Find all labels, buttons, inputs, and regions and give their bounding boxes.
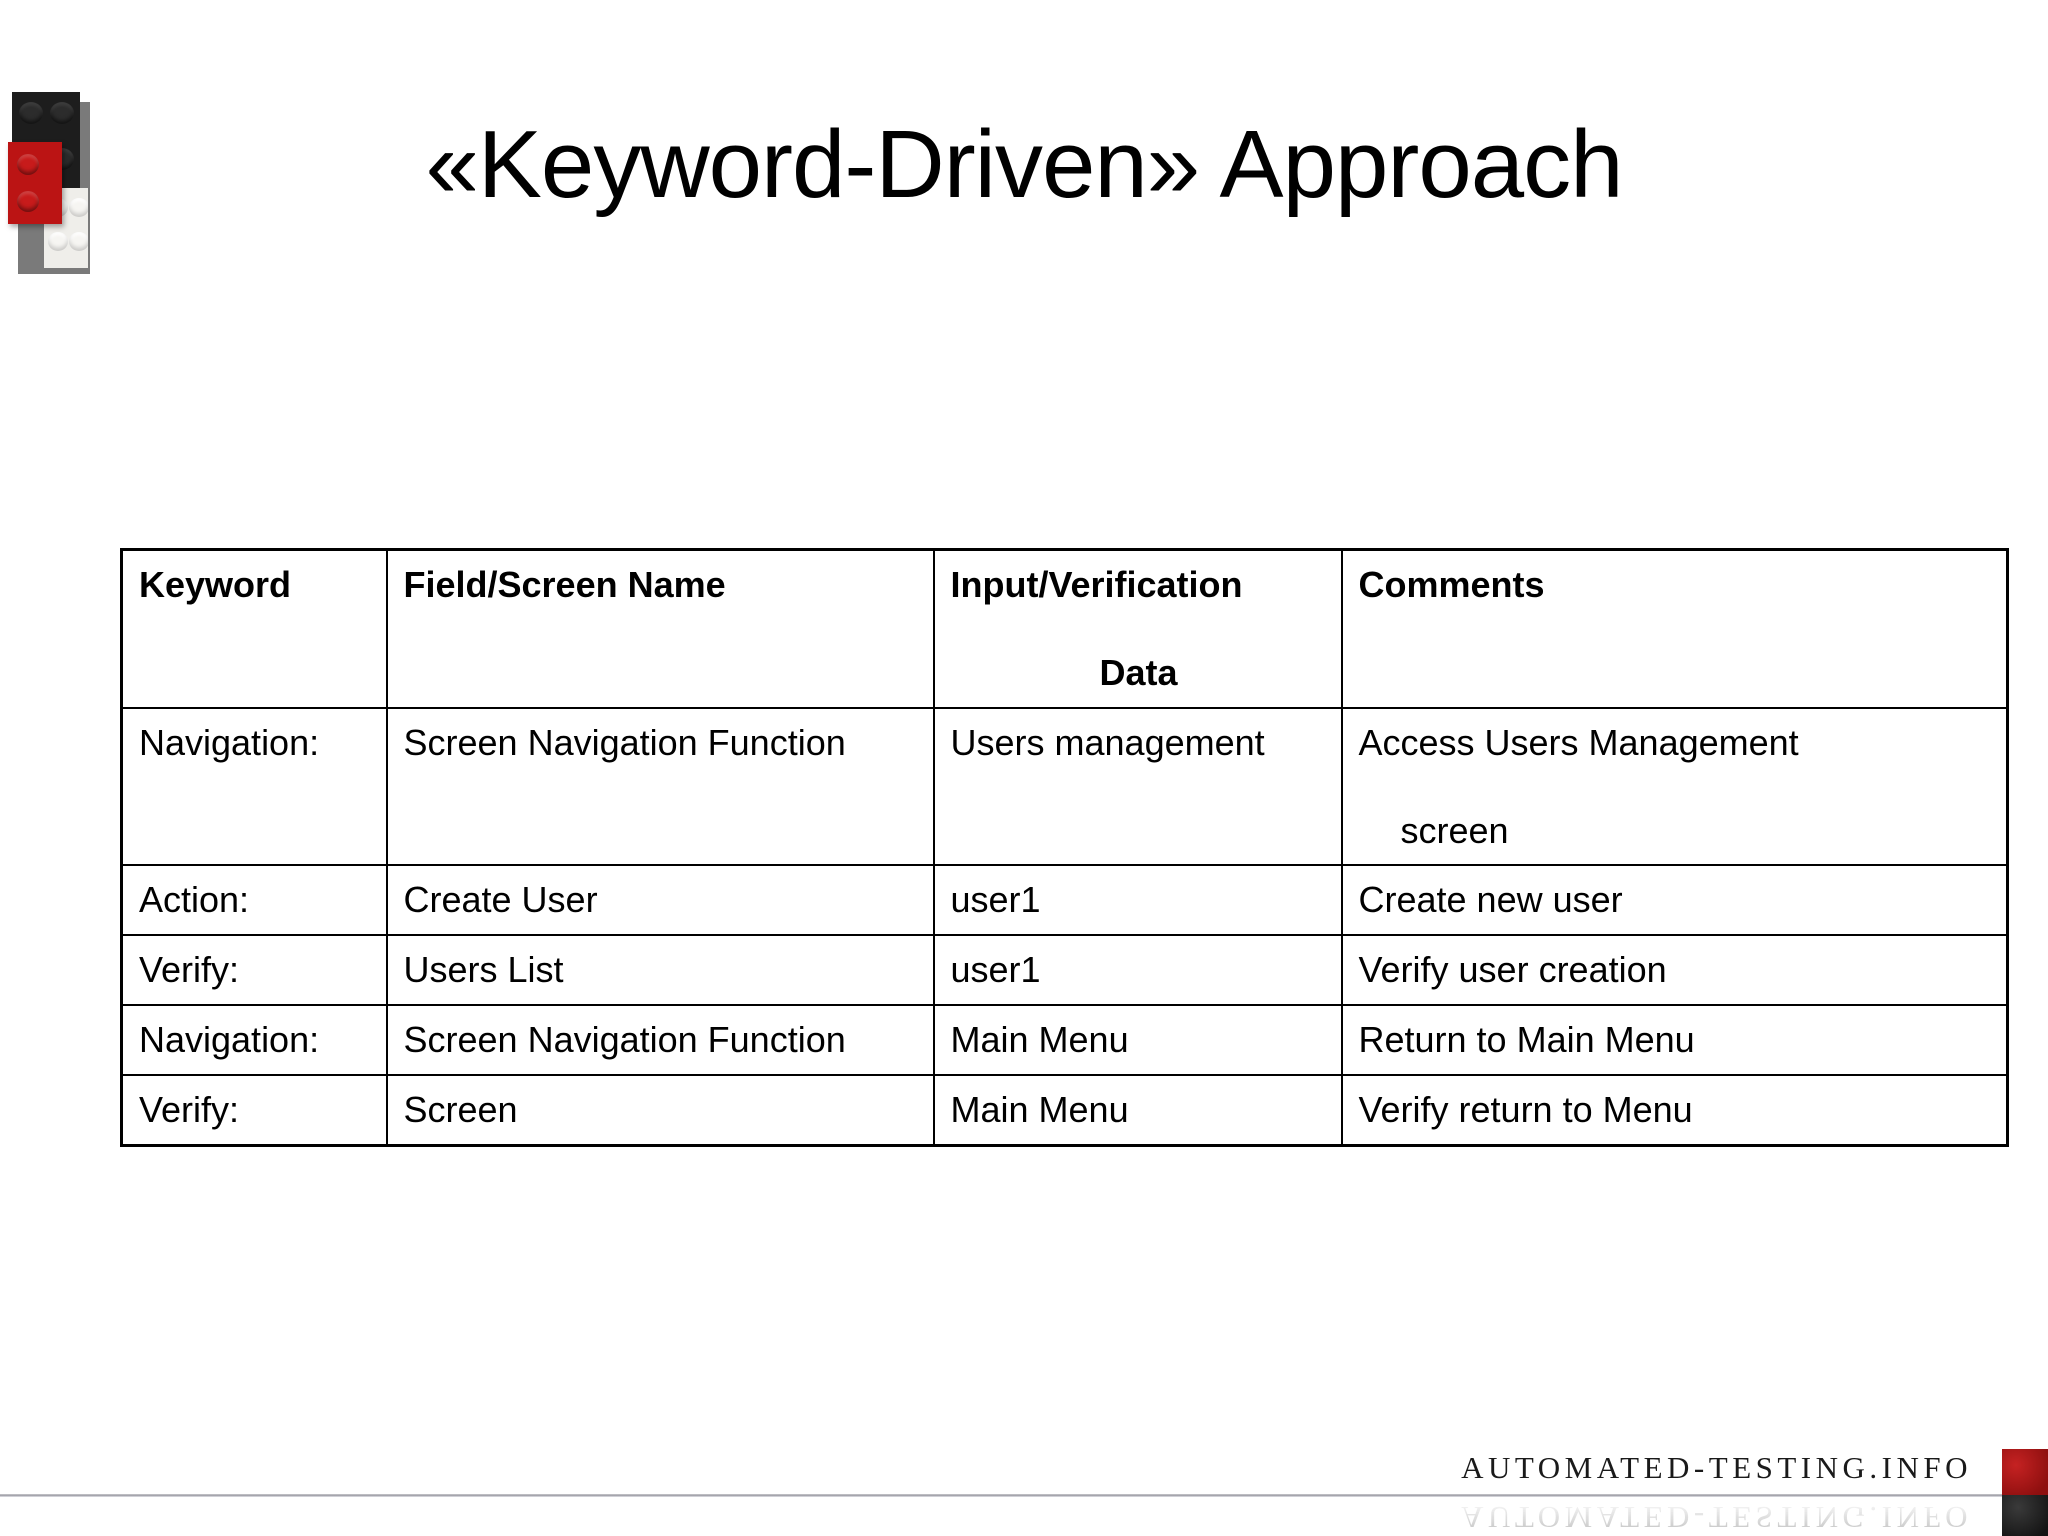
column-header-input-verification-line1: Input/Verification (950, 564, 1243, 605)
cell-comment: Verify return to Menu (1340, 1074, 2009, 1147)
cell-keyword: Verify: (120, 934, 388, 1007)
cell-input: user1 (932, 934, 1343, 1007)
cell-field: Create User (385, 864, 935, 937)
cell-comment-line2: screen (1400, 809, 1509, 851)
footer-brand: AUTOMATED-TESTING.INFO (1461, 1450, 1972, 1485)
footer-logo-dark-square (2002, 1495, 2048, 1536)
table-row: Verify: Screen Main Menu Verify return t… (120, 1074, 2009, 1147)
table-body: Navigation: Screen Navigation Function U… (120, 706, 2009, 1147)
footer-logo-red-square (2002, 1449, 2048, 1495)
cell-keyword: Navigation: (120, 706, 388, 867)
table-row: Verify: Users List user1 Verify user cre… (120, 934, 2009, 1007)
footer-divider (0, 1494, 2048, 1497)
cell-comment: Access Users Management screen (1340, 706, 2009, 867)
red-dark-square-logo-icon (2002, 1449, 2048, 1536)
cell-comment: Create new user (1340, 864, 2009, 937)
column-header-input-verification-line2: Data (1099, 651, 1178, 693)
cell-keyword: Navigation: (120, 1004, 388, 1077)
page-title: «Keyword-Driven» Approach (425, 111, 1624, 219)
cell-input: Main Menu (932, 1004, 1343, 1077)
lego-brick-red (8, 142, 62, 224)
cell-comment: Return to Main Menu (1340, 1004, 2009, 1077)
cell-comment: Verify user creation (1340, 934, 2009, 1007)
cell-field: Screen Navigation Function (385, 1004, 935, 1077)
cell-input: user1 (932, 864, 1343, 937)
column-header-keyword: Keyword (120, 548, 388, 709)
table-row: Navigation: Screen Navigation Function U… (120, 706, 2009, 867)
cell-field: Users List (385, 934, 935, 1007)
column-header-comments: Comments (1340, 548, 2009, 709)
footer-brand-reflection: AUTOMATED-TESTING.INFO (1461, 1500, 1972, 1535)
cell-comment-line1: Access Users Management (1358, 721, 1799, 763)
column-header-input-verification-data: Input/Verification Data (932, 548, 1343, 709)
table-header-row: Keyword Field/Screen Name Input/Verifica… (120, 548, 2009, 709)
table-header: Keyword Field/Screen Name Input/Verifica… (120, 548, 2009, 709)
cell-input: Main Menu (932, 1074, 1343, 1147)
cell-keyword: Verify: (120, 1074, 388, 1147)
cell-field: Screen (385, 1074, 935, 1147)
table-row: Action: Create User user1 Create new use… (120, 864, 2009, 937)
cell-field: Screen Navigation Function (385, 706, 935, 867)
cell-keyword: Action: (120, 864, 388, 937)
cell-input: Users management (932, 706, 1343, 867)
lego-bricks-icon (8, 92, 90, 274)
keyword-driven-table: Keyword Field/Screen Name Input/Verifica… (120, 548, 2009, 1148)
column-header-field-screen-name: Field/Screen Name (385, 548, 935, 709)
table-row: Navigation: Screen Navigation Function M… (120, 1004, 2009, 1077)
